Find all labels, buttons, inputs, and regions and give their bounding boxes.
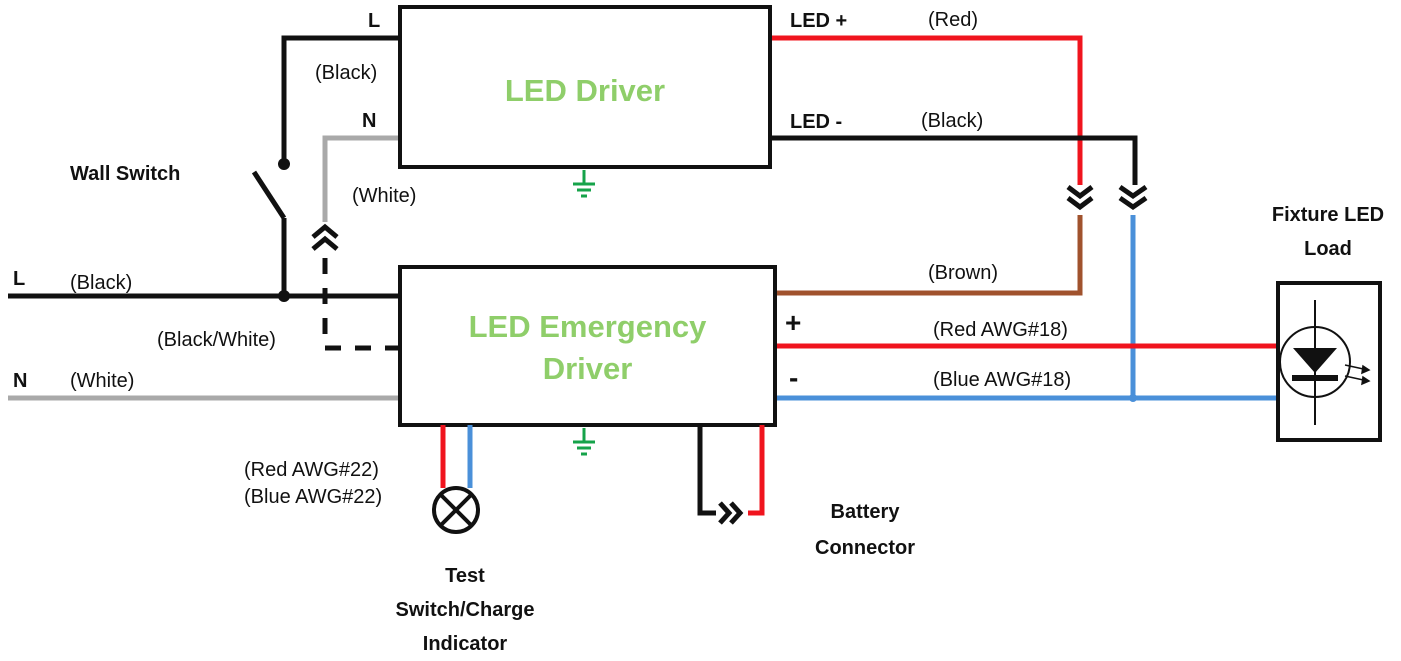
switch-blade: [251, 170, 287, 220]
emergency-driver-title: LED Emergency Driver: [405, 306, 770, 390]
neutral-connector: [311, 223, 339, 251]
emergency-title-line2: Driver: [542, 350, 633, 386]
driver-neutral-wire: [322, 135, 400, 222]
test-switch-line1: Test: [445, 565, 485, 587]
line-input-label: L: [13, 268, 26, 290]
minus-label: -: [789, 362, 799, 393]
driver-l-terminal: L: [368, 10, 381, 32]
led-minus-wire-color: (Black): [921, 110, 984, 132]
led-driver-box: [398, 5, 772, 169]
blue-awg18-label: (Blue AWG#18): [933, 369, 1072, 391]
led-plus-label: LED +: [790, 10, 848, 32]
blue-awg22-label: (Blue AWG#22): [244, 486, 383, 508]
battery-connector-icon: [718, 501, 744, 525]
light-emission-icon: [1344, 364, 1371, 386]
fixture-box: [1276, 281, 1382, 442]
switched-black-wire: [281, 35, 400, 164]
line-input-wire-color: (Black): [70, 272, 133, 294]
brown-wire: [770, 215, 1083, 296]
brown-wire-label: (Brown): [928, 262, 999, 284]
driver-n-terminal: N: [362, 110, 377, 132]
red-awg18-label: (Red AWG#18): [933, 319, 1068, 341]
fixture-line1: Fixture LED: [1271, 204, 1385, 226]
neutral-input-label: N: [13, 370, 28, 392]
test-switch-line3: Indicator: [422, 633, 508, 655]
led-diode-icon: [1293, 348, 1337, 373]
black-white-dashed-wire: [322, 258, 400, 351]
output-connector-right: [1118, 184, 1148, 211]
led-cathode-bar: [1292, 375, 1338, 381]
wall-switch-label: Wall Switch: [70, 163, 181, 185]
led-minus-black-wire: [770, 135, 1138, 185]
indicator-lamp-icon: [432, 486, 480, 534]
battery-black-wire: [697, 425, 716, 516]
led-driver-title: LED Driver: [504, 73, 666, 108]
test-switch-line2: Switch/Charge: [395, 599, 535, 621]
ground-icon: [573, 170, 595, 198]
emergency-title-line1: LED Emergency: [468, 309, 707, 344]
fixture-caption: Fixture LED Load: [1248, 198, 1401, 266]
test-switch-caption: Test Switch/Charge Indicator: [370, 559, 560, 661]
emergency-driver-box: [398, 265, 777, 427]
switched-wire-color: (Black/White): [157, 329, 276, 351]
battery-red-wire: [748, 425, 765, 516]
fixture-line2: Load: [1304, 238, 1352, 260]
driver-l-wire-color: (Black): [315, 62, 378, 84]
plus-label: +: [785, 307, 802, 338]
driver-n-wire-color: (White): [352, 185, 417, 207]
battery-connector-caption: Battery Connector: [795, 494, 935, 566]
red-awg22-label: (Red AWG#22): [244, 459, 379, 481]
neutral-input-wire-color: (White): [70, 370, 135, 392]
led-minus-label: LED -: [790, 111, 843, 133]
output-connector-left: [1066, 185, 1094, 211]
battery-line2: Connector: [815, 537, 915, 559]
battery-line1: Battery: [830, 501, 900, 523]
led-plus-wire-color: (Red): [928, 9, 979, 31]
ground-icon: [573, 428, 595, 456]
